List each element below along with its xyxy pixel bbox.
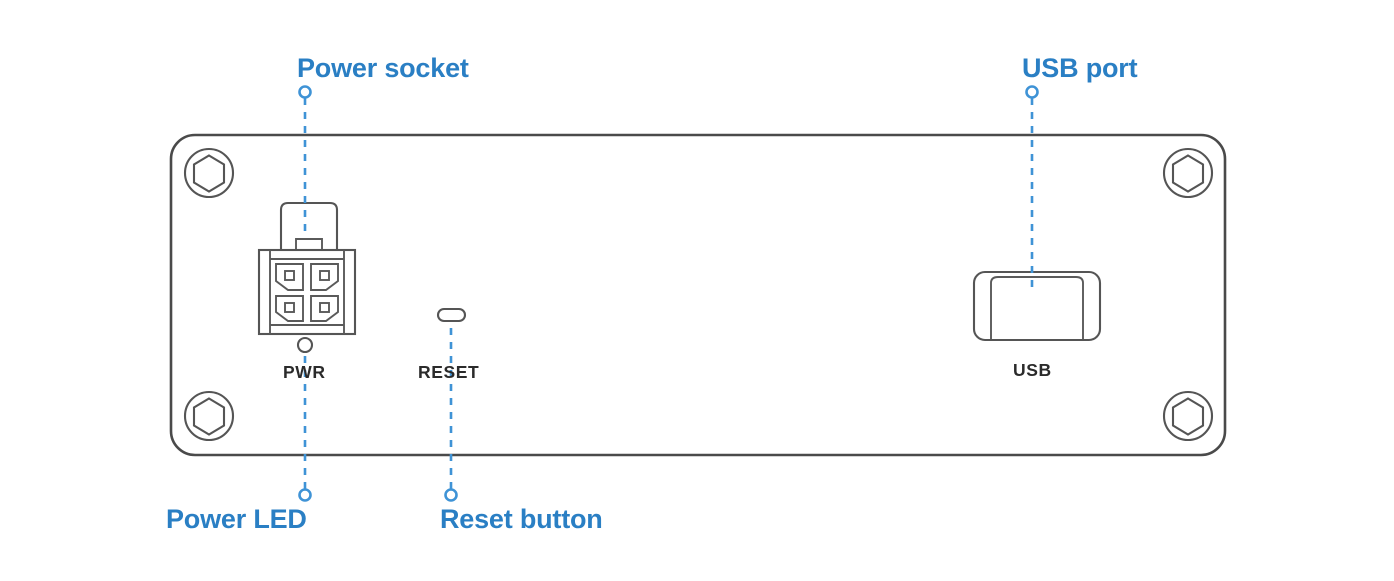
- connector-pin-3: [275, 295, 304, 322]
- leader-endpoint-usb-port: [1025, 85, 1039, 99]
- silkscreen-label-pwr: PWR: [283, 362, 326, 382]
- leader-reset-button: [444, 322, 458, 502]
- leader-power-led: [298, 352, 312, 502]
- leader-endpoint-reset-button: [444, 488, 458, 502]
- silkscreen-label-usb: USB: [1013, 360, 1052, 380]
- power-led-indicator: [296, 336, 314, 354]
- screw-top-left: [183, 147, 235, 199]
- screw-bottom-left: [183, 390, 235, 442]
- leader-power-socket: [298, 85, 312, 232]
- callout-label-usb-port: USB port: [1022, 53, 1138, 83]
- leader-usb-port: [1025, 85, 1039, 290]
- callout-label-power-led: Power LED: [166, 504, 307, 534]
- connector-shell: [257, 248, 357, 336]
- connector-pin-1: [275, 263, 304, 291]
- leader-endpoint-power-socket: [298, 85, 312, 99]
- connector-pin-4: [310, 295, 339, 322]
- silkscreen-label-reset: RESET: [418, 362, 480, 382]
- connector-latch-notch: [295, 238, 323, 252]
- connector-pin-2: [310, 263, 339, 291]
- connector-latch: [279, 201, 339, 254]
- screw-bottom-right: [1162, 390, 1214, 442]
- callout-label-reset-button: Reset button: [440, 504, 603, 534]
- leader-endpoint-power-led: [298, 488, 312, 502]
- power-connector: [257, 201, 357, 336]
- screw-top-right: [1162, 147, 1214, 199]
- reset-button-pinhole: [436, 307, 467, 323]
- callout-label-power-socket: Power socket: [297, 53, 469, 83]
- panel-outline: [169, 133, 1227, 457]
- usb-inner-tongue: [990, 276, 1084, 339]
- panel-body: [169, 133, 1227, 457]
- usb-connector: [972, 270, 1102, 342]
